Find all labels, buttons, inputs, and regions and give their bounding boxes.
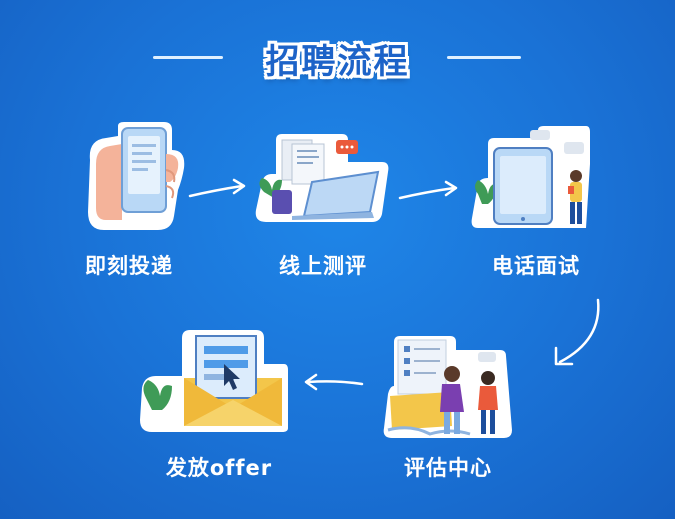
header: 招聘流程 bbox=[0, 28, 675, 84]
flow-arrow-3 bbox=[554, 298, 600, 366]
step-label-phone-interview: 电话面试 bbox=[492, 254, 580, 278]
step-label-assessment-center: 评估中心 bbox=[404, 456, 492, 480]
laptop-documents-icon bbox=[255, 134, 389, 222]
step-label-apply: 即刻投递 bbox=[85, 254, 173, 278]
tablet-person-icon bbox=[471, 126, 590, 228]
page-title: 招聘流程 bbox=[265, 42, 410, 82]
phone-in-hand-icon bbox=[88, 122, 185, 230]
flow-arrow-4 bbox=[304, 373, 364, 391]
envelope-letter-icon bbox=[140, 330, 288, 432]
step-label-offer: 发放offer bbox=[165, 456, 273, 480]
step-label-online-test: 线上测评 bbox=[279, 254, 367, 278]
flow-arrow-1 bbox=[188, 178, 246, 198]
assessment-people-icon bbox=[383, 336, 512, 438]
title-decoration-right bbox=[447, 56, 521, 59]
title-decoration-left bbox=[153, 56, 223, 59]
flow-arrow-2 bbox=[398, 180, 458, 200]
